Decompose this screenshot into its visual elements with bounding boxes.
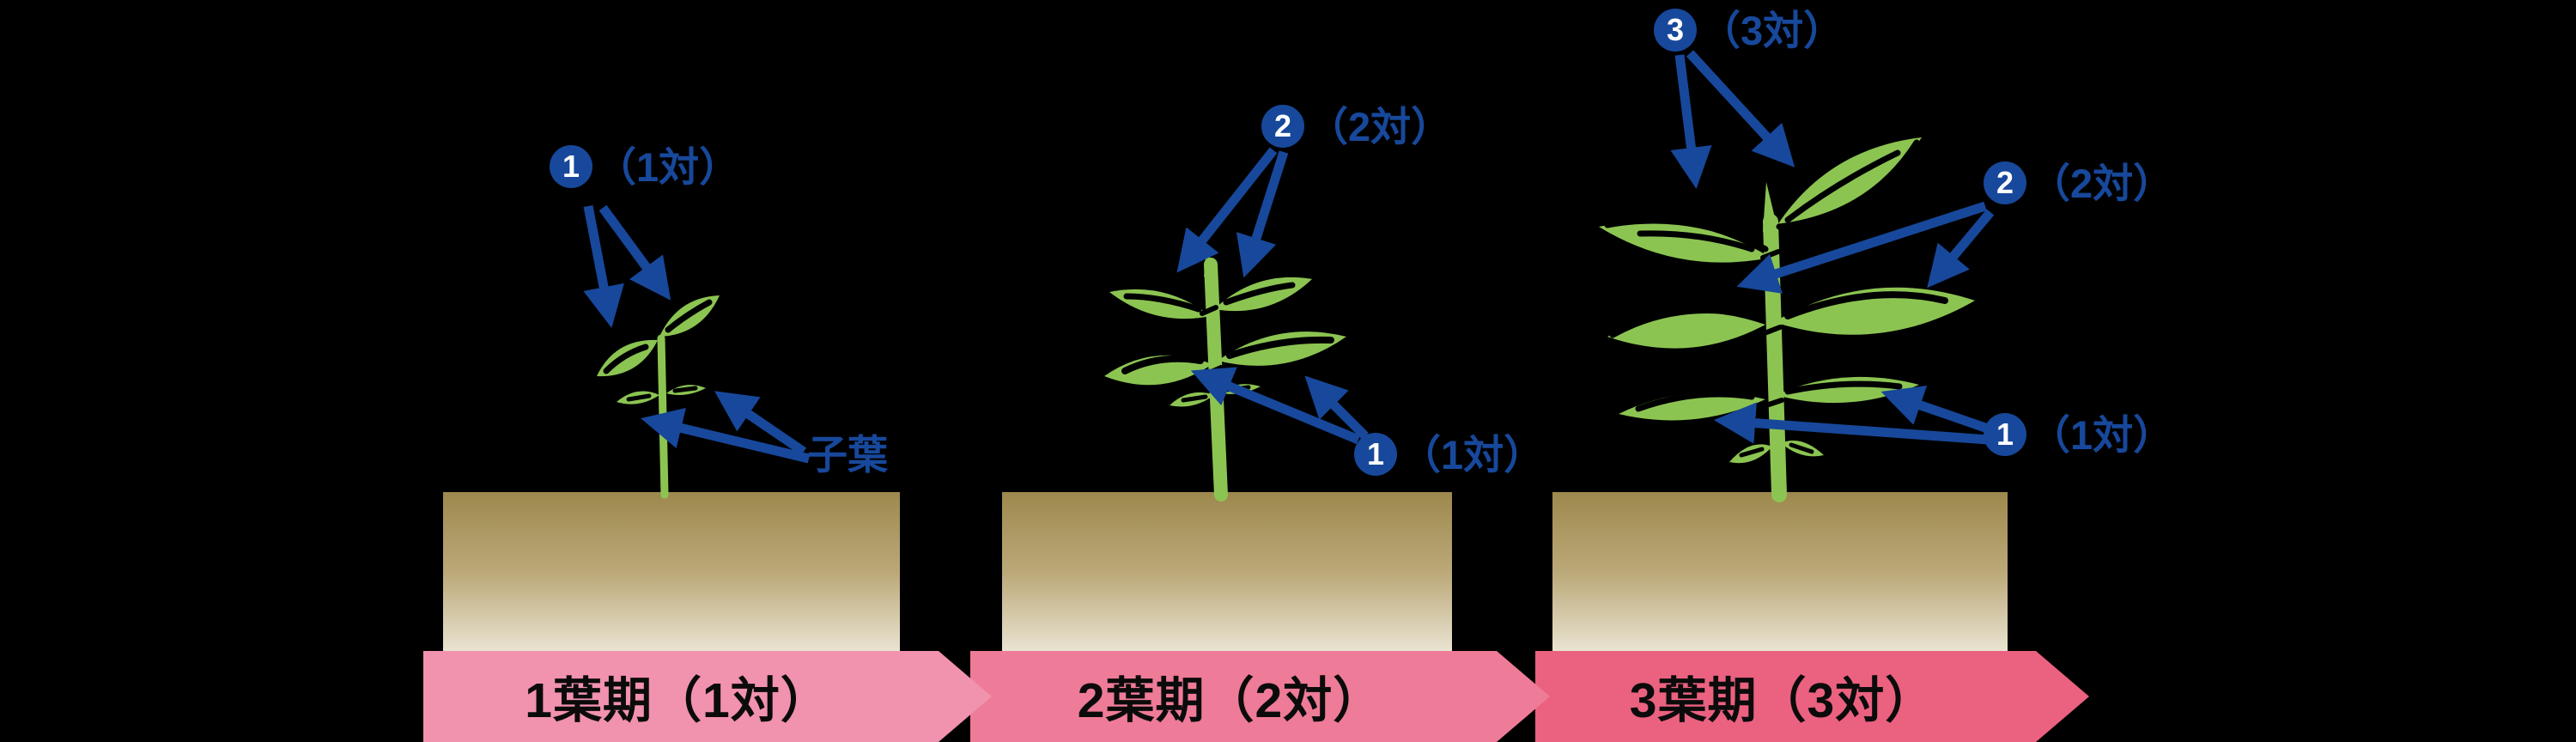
arrow <box>1880 385 1987 433</box>
banner-stage1: 1葉期（1対） <box>423 651 992 742</box>
callout-stage1-cotyledon: 子葉 <box>807 435 888 475</box>
callout-stage3-pair3: 3 （3対） <box>1654 9 1844 52</box>
circled-number-2: 2 <box>1261 105 1304 148</box>
callout-stage3-pair2: 2 （2対） <box>1984 161 2173 204</box>
arrow <box>598 204 671 301</box>
callout-label: （1対） <box>2030 411 2174 458</box>
callout-label: （2対） <box>1308 103 1452 149</box>
banner-stage3: 3葉期（3対） <box>1535 651 2089 742</box>
circled-number-1: 1 <box>550 145 592 188</box>
circled-number-3: 3 <box>1654 9 1697 52</box>
callout-label: （3対） <box>1700 7 1844 53</box>
arrow <box>1236 150 1289 278</box>
leaf-veins <box>603 299 713 402</box>
arrow <box>1736 201 1987 294</box>
stem-tip <box>1763 182 1778 232</box>
leaf-pair1-left <box>1104 355 1212 386</box>
leaf-veins <box>1604 139 1948 458</box>
plant-stage1 <box>597 295 720 499</box>
callout-stage2-pair1: 1 （1対） <box>1354 433 1544 476</box>
leaf-pair2-right <box>1214 277 1312 312</box>
callout-stage1-pair1: 1 （1対） <box>550 145 739 188</box>
arrows-stage3 <box>1670 50 1995 445</box>
stem <box>1763 214 1787 502</box>
arrow <box>641 407 811 464</box>
arrow <box>1670 54 1712 190</box>
callout-stage2-pair2: 2 （2対） <box>1261 105 1451 148</box>
soil-block-stage1 <box>443 492 900 651</box>
plant-stage3 <box>1599 137 1975 502</box>
arrow <box>1304 375 1369 440</box>
arrows-stage1 <box>583 204 811 464</box>
arrow <box>1686 50 1795 167</box>
arrow <box>1713 402 1990 445</box>
leaf-pair2-left <box>1607 312 1765 349</box>
arrow <box>1176 147 1278 273</box>
leaf-pair2-left <box>1109 289 1211 319</box>
circled-number-1: 1 <box>1354 433 1397 476</box>
soil-block-stage3 <box>1552 492 2008 651</box>
callout-label: （1対） <box>596 143 740 190</box>
callout-label: （2対） <box>2030 160 2174 206</box>
callout-label: （1対） <box>1400 431 1545 477</box>
callout-stage3-pair1: 1 （1対） <box>1984 413 2173 456</box>
arrow <box>1190 367 1361 445</box>
arrow <box>583 204 624 328</box>
plant-stage2 <box>1104 249 1346 502</box>
arrows-stage2 <box>1176 147 1369 445</box>
circled-number-2: 2 <box>1984 161 2026 204</box>
soil-block-stage2 <box>1002 492 1452 651</box>
arrow <box>1927 209 1995 289</box>
circled-number-1: 1 <box>1984 413 2026 456</box>
banner-label: 2葉期（2対） <box>1077 673 1383 728</box>
stem <box>657 334 669 499</box>
arrow <box>714 391 807 456</box>
banner-label: 3葉期（3対） <box>1629 673 1935 728</box>
banner-label: 1葉期（1対） <box>525 673 830 728</box>
leaf-pair1-left <box>1619 392 1765 421</box>
callout-label: 子葉 <box>807 432 888 477</box>
banner-stage2: 2葉期（2対） <box>970 651 1550 742</box>
